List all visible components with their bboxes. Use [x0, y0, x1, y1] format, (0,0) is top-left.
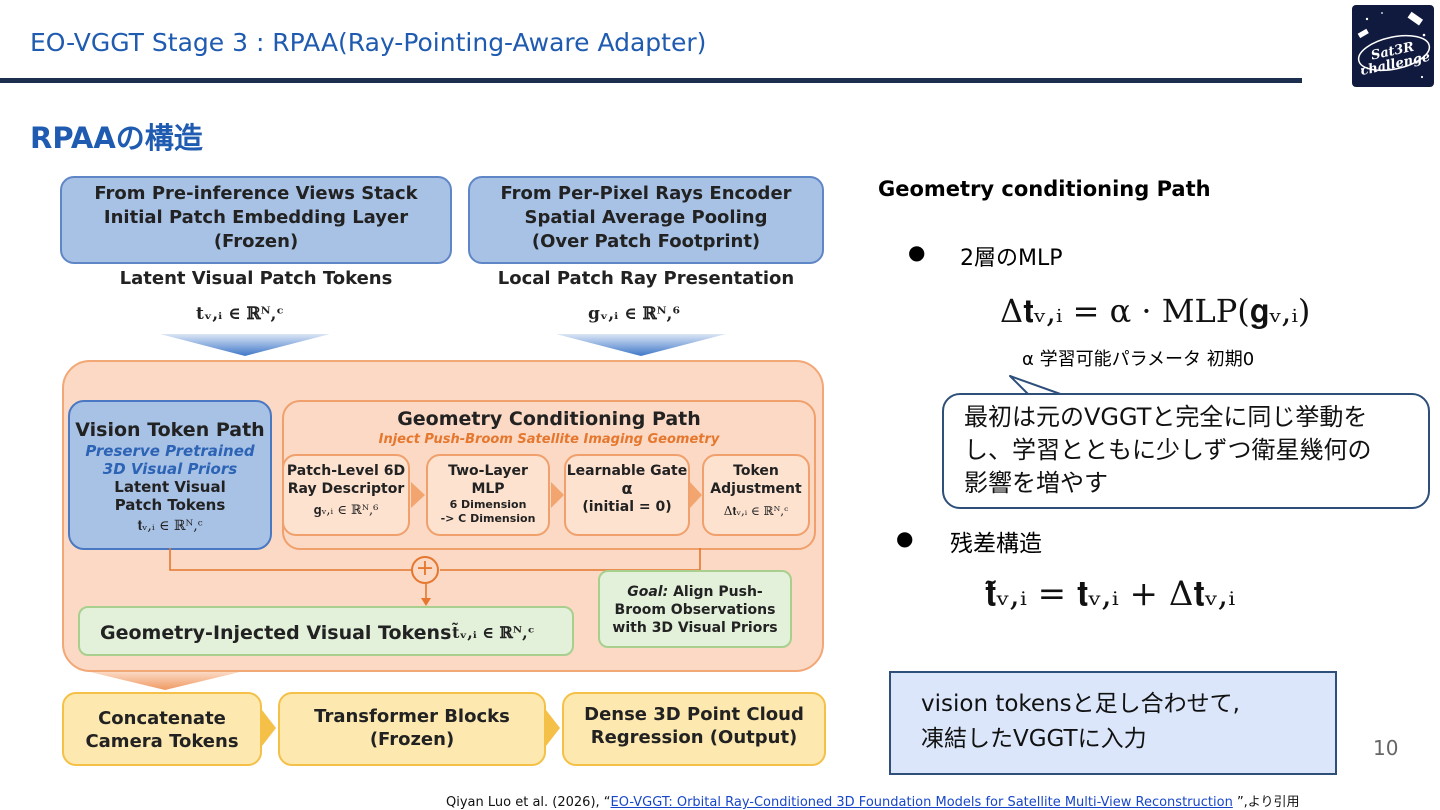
- right-chevron-icon: [262, 710, 276, 746]
- page-number: 10: [1373, 736, 1399, 760]
- per-pixel-rays-box: From Per-Pixel Rays Encoder Spatial Aver…: [468, 176, 824, 264]
- down-arrow-icon: [90, 672, 240, 690]
- note-box: vision tokensと足し合わせて, 凍結したVGGTに入力: [889, 671, 1337, 775]
- bullet-icon: ●: [908, 240, 926, 264]
- right-chevron-icon: [690, 482, 702, 508]
- learnable-gate-card: Learnable Gate α (initial = 0): [564, 454, 690, 536]
- ray-descriptor-card: Patch-Level 6D Ray Descriptor 𝐠ᵥ,ᵢ ∈ ℝᴺ,…: [282, 454, 410, 536]
- bullet-mlp-text: 2層のMLP: [960, 246, 1063, 271]
- right-heading: Geometry conditioning Path: [878, 177, 1211, 201]
- box-line: From Pre-inference Views Stack: [94, 183, 418, 204]
- card-line: Adjustment: [710, 481, 802, 497]
- goal-prefix: Goal:: [627, 584, 669, 600]
- pre-inference-views-box: From Pre-inference Views Stack Initial P…: [60, 176, 452, 264]
- two-layer-mlp-card: Two-Layer MLP 6 Dimension -> C Dimension: [426, 454, 550, 536]
- section-title: RPAAの構造: [30, 121, 203, 155]
- geometry-injected-label: Geometry-Injected Visual Tokens: [100, 622, 452, 644]
- concatenate-camera-tokens-box: Concatenate Camera Tokens: [62, 692, 262, 766]
- box-line: Initial Patch Embedding Layer: [103, 207, 409, 228]
- callout-box: 最初は元のVGGTと完全に同じ挙動を し、学習とともに少しずつ衛星幾何の 影響を…: [942, 393, 1430, 509]
- box-line: Concatenate: [98, 708, 226, 729]
- card-line: MLP: [471, 481, 505, 497]
- box-line: (Frozen): [213, 231, 299, 252]
- right-chevron-icon: [546, 710, 560, 746]
- sat3r-challenge-logo: Sat3R challenge: [1352, 5, 1434, 87]
- goal-text: Align Push-: [668, 584, 763, 600]
- vision-path-title: Vision Token Path: [75, 419, 265, 441]
- alpha-note: α 学習可能パラメータ 初期0: [1022, 349, 1255, 370]
- note-line: 凍結したVGGTに入力: [921, 726, 1147, 752]
- latent-math: 𝐭ᵥ,ᵢ ∈ ℝᴺ,ᶜ: [196, 304, 284, 324]
- plus-icon: +: [415, 556, 435, 581]
- callout-line: 影響を増やす: [964, 469, 1108, 497]
- card-line: Token: [733, 463, 779, 479]
- slide-title: EO-VGGT Stage 3 : RPAA(Ray-Pointing-Awar…: [30, 28, 707, 57]
- logo-graphic-icon: [1357, 11, 1431, 79]
- citation-prefix: Qiyan Luo et al. (2026), “: [446, 795, 611, 810]
- geometry-injected-math: t̃ᵥ,ᵢ ∈ ℝᴺ,ᶜ: [452, 623, 535, 642]
- card-line: (initial = 0): [582, 499, 672, 515]
- vision-path-body: Patch Tokens: [114, 496, 226, 514]
- box-line: (Frozen): [369, 729, 455, 750]
- down-arrow-icon: [160, 334, 330, 356]
- goal-text: with 3D Visual Priors: [612, 620, 778, 636]
- transformer-blocks-box: Transformer Blocks (Frozen): [278, 692, 546, 766]
- card-small-line: -> C Dimension: [440, 512, 536, 525]
- goal-box: Goal: Align Push- Broom Observations wit…: [598, 570, 792, 648]
- card-line: Ray Descriptor: [287, 481, 405, 497]
- token-adjustment-card: Token Adjustment Δ𝐭ᵥ,ᵢ ∈ ℝᴺ,ᶜ: [702, 454, 810, 536]
- card-math: 𝐠ᵥ,ᵢ ∈ ℝᴺ,⁶: [313, 503, 379, 518]
- box-line: Regression (Output): [590, 727, 798, 748]
- box-line: Camera Tokens: [85, 731, 239, 752]
- card-small-line: 6 Dimension: [449, 498, 527, 511]
- card-line: Two-Layer: [448, 463, 528, 479]
- box-line: Transformer Blocks: [314, 706, 510, 727]
- ray-math: 𝐠ᵥ,ᵢ ∈ ℝᴺ,⁶: [588, 304, 680, 324]
- vision-path-subtitle: Preserve Pretrained: [85, 442, 255, 460]
- vision-path-body: Latent Visual: [114, 478, 226, 496]
- right-chevron-icon: [411, 482, 425, 508]
- bullet-icon: ●: [896, 526, 914, 550]
- box-line: From Per-Pixel Rays Encoder: [500, 183, 792, 204]
- citation: Qiyan Luo et al. (2026), “EO-VGGT: Orbit…: [446, 791, 1300, 810]
- header-divider: [0, 78, 1302, 83]
- down-arrow-icon: [556, 334, 726, 356]
- bullet-residual-text: 残差構造: [950, 531, 1042, 557]
- latent-visual-label: Latent Visual Patch Tokens: [119, 268, 393, 289]
- dense-point-cloud-box: Dense 3D Point Cloud Regression (Output): [562, 692, 826, 766]
- vision-path-subtitle: 3D Visual Priors: [102, 460, 238, 478]
- card-line: Learnable Gate: [566, 463, 688, 479]
- callout-line: し、学習とともに少しずつ衛星幾何の: [964, 436, 1372, 464]
- card-alpha: α: [621, 479, 633, 498]
- card-line: Patch-Level 6D: [286, 463, 406, 479]
- equation-delta-t: Δ𝐭ᵥ,ᵢ = α · MLP(𝐠ᵥ,ᵢ): [1000, 292, 1311, 330]
- callout-line: 最初は元のVGGTと完全に同じ挙動を: [964, 403, 1368, 431]
- card-math: Δ𝐭ᵥ,ᵢ ∈ ℝᴺ,ᶜ: [723, 504, 789, 518]
- geometry-path-title: Geometry Conditioning Path: [397, 408, 701, 430]
- box-line: Spatial Average Pooling: [524, 207, 768, 228]
- note-line: vision tokensと足し合わせて,: [921, 691, 1240, 717]
- equation-residual: 𝐭̃ᵥ,ᵢ = 𝐭ᵥ,ᵢ + Δ𝐭ᵥ,ᵢ: [985, 574, 1236, 614]
- box-line: (Over Patch Footprint): [531, 231, 761, 252]
- goal-text: Broom Observations: [614, 602, 776, 618]
- sum-node: +: [411, 556, 439, 584]
- geometry-path-subtitle: Inject Push-Broom Satellite Imaging Geom…: [378, 432, 720, 447]
- vision-token-path-box: Vision Token Path Preserve Pretrained 3D…: [68, 400, 272, 550]
- geometry-injected-tokens-box: Geometry-Injected Visual Tokens t̃ᵥ,ᵢ ∈ …: [78, 606, 574, 656]
- citation-suffix: ”,より引用: [1232, 795, 1300, 810]
- box-line: Dense 3D Point Cloud: [584, 704, 804, 725]
- goal-line: Goal: Align Push-: [600, 583, 790, 601]
- citation-link[interactable]: EO-VGGT: Orbital Ray-Conditioned 3D Foun…: [610, 795, 1233, 810]
- vision-path-math: 𝐭ᵥ,ᵢ ∈ ℝᴺ,ᶜ: [137, 518, 203, 534]
- ray-presentation-label: Local Patch Ray Presentation: [497, 268, 795, 289]
- right-chevron-icon: [551, 482, 564, 508]
